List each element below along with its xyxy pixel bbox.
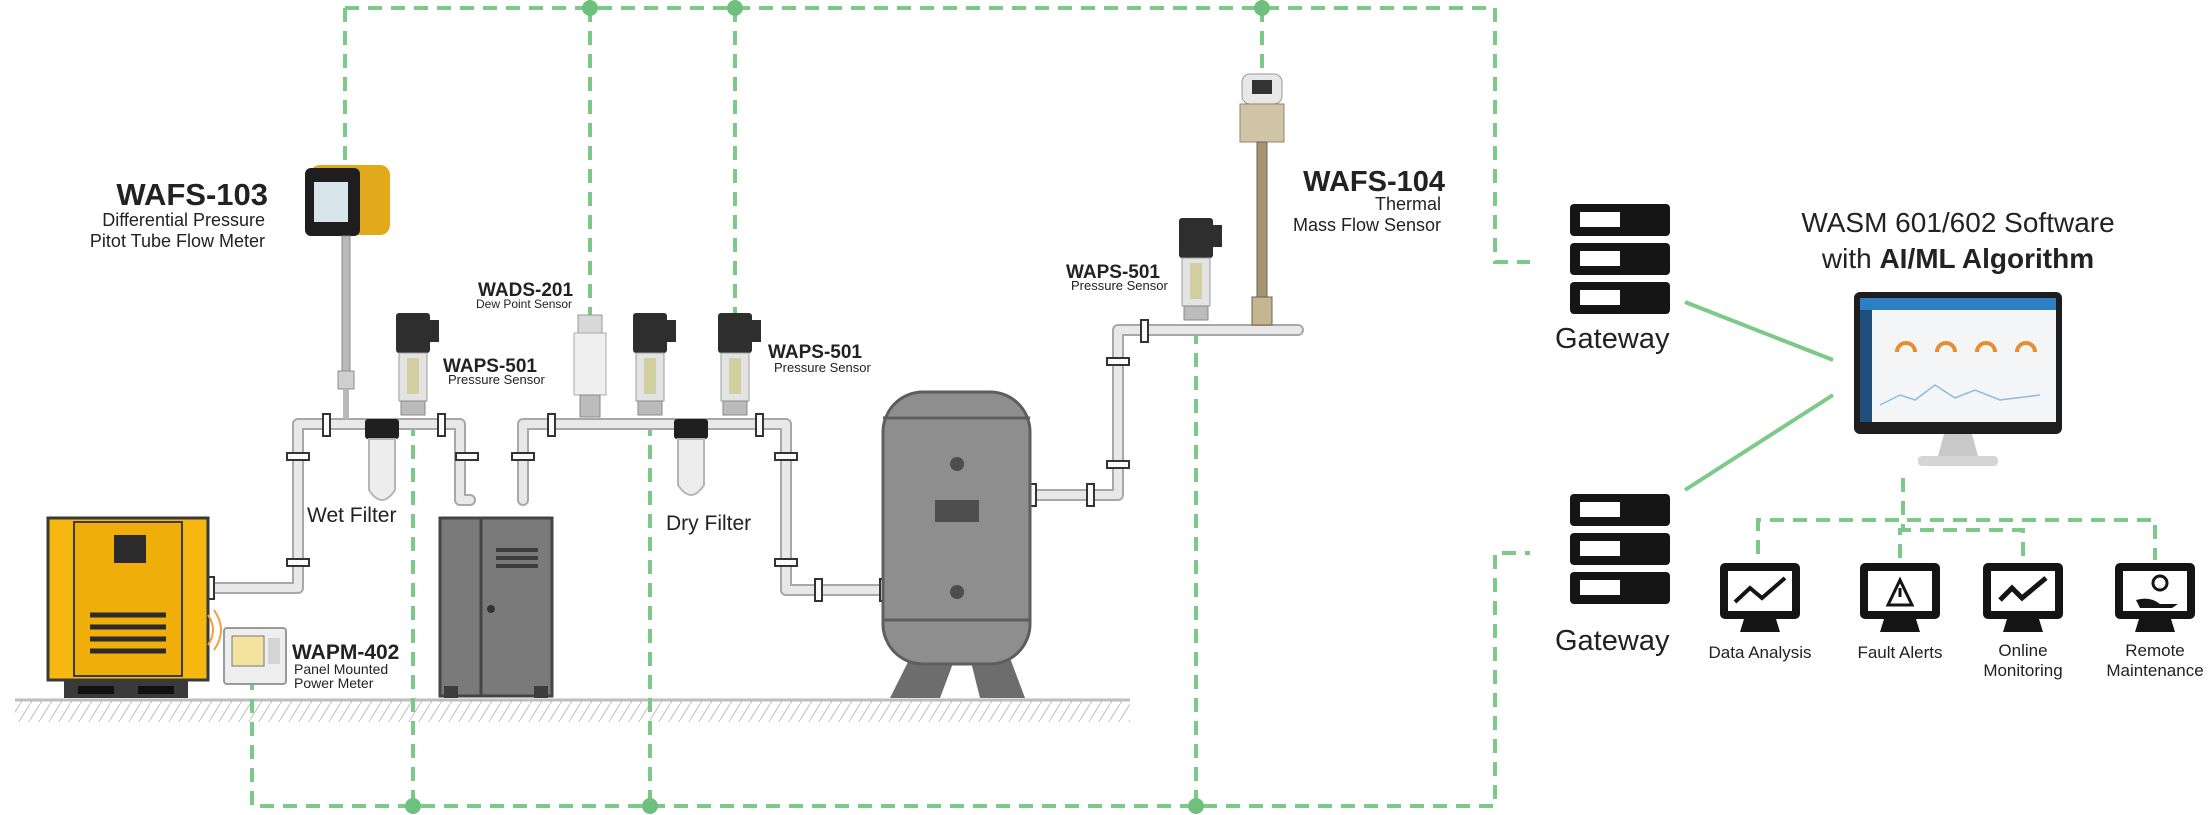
thermal-flow-sensor-device <box>1239 73 1285 326</box>
online-monitoring-label-1: Online <box>1998 641 2047 660</box>
dryer-cabinet <box>438 516 554 698</box>
pressure-sensor-device-a <box>396 313 439 416</box>
network-nodes <box>405 0 1270 814</box>
waps501-a-code: WAPS-501 <box>443 356 537 377</box>
wads201-code: WADS-201 <box>478 280 573 301</box>
wet-filter <box>365 419 399 501</box>
gateway-bottom-icon <box>1570 494 1670 604</box>
wafs103-desc-2: Pitot Tube Flow Meter <box>90 231 265 251</box>
dew-point-sensor-device <box>573 314 607 418</box>
pitot-flow-meter-device <box>305 165 390 419</box>
fault-alerts-icon <box>1860 563 1940 632</box>
pressure-sensor-device-c <box>718 313 761 416</box>
wafs104-desc-1: Thermal <box>1375 194 1441 214</box>
wafs103-desc-1: Differential Pressure <box>102 210 265 230</box>
software-title-1: WASM 601/602 Software <box>1801 207 2114 238</box>
power-meter-device <box>207 609 287 685</box>
fault-alerts-label: Fault Alerts <box>1857 643 1942 662</box>
software-monitor <box>1854 292 2062 466</box>
remote-maintenance-icon <box>2115 563 2195 632</box>
wapm402-desc-1: Panel Mounted <box>294 661 388 677</box>
dry-filter <box>674 419 708 496</box>
wapm402-desc-2: Power Meter <box>294 675 374 691</box>
gateway-top-label: Gateway <box>1555 323 1670 355</box>
wafs104-code: WAFS-104 <box>1303 166 1445 198</box>
wapm402-code: WAPM-402 <box>292 641 399 664</box>
wafs103-code: WAFS-103 <box>116 177 268 212</box>
software-title-2-bold: AI/ML Algorithm <box>1879 243 2094 274</box>
gateway-bottom-label: Gateway <box>1555 625 1670 657</box>
waps501-c-code: WAPS-501 <box>1066 262 1160 283</box>
waps501-b-desc: Pressure Sensor <box>774 360 871 375</box>
waps501-a-desc: Pressure Sensor <box>448 372 545 387</box>
software-title-2: with AI/ML Algorithm <box>1821 243 2094 274</box>
gateway-top-icon <box>1570 204 1670 314</box>
data-analysis-icon <box>1720 563 1800 632</box>
compressor <box>46 516 210 698</box>
waps501-c-desc: Pressure Sensor <box>1071 278 1168 293</box>
waps501-b-code: WAPS-501 <box>768 342 862 363</box>
dry-filter-label: Dry Filter <box>666 512 751 535</box>
online-monitoring-label-2: Monitoring <box>1983 661 2062 680</box>
software-title-2-prefix: with <box>1821 243 1880 274</box>
wafs104-desc-2: Mass Flow Sensor <box>1293 215 1441 235</box>
wet-filter-label: Wet Filter <box>307 504 396 527</box>
data-analysis-label: Data Analysis <box>1709 643 1812 662</box>
receiver-tank <box>881 390 1032 698</box>
gateway-links <box>1683 300 1835 492</box>
wads201-desc: Dew Point Sensor <box>476 297 572 311</box>
remote-maintenance-label-2: Maintenance <box>2106 661 2203 680</box>
online-monitoring-icon <box>1983 563 2063 632</box>
pressure-sensor-device-b <box>633 313 676 416</box>
remote-maintenance-label-1: Remote <box>2125 641 2185 660</box>
ground <box>15 698 1130 722</box>
pressure-sensor-device-d <box>1179 218 1222 321</box>
